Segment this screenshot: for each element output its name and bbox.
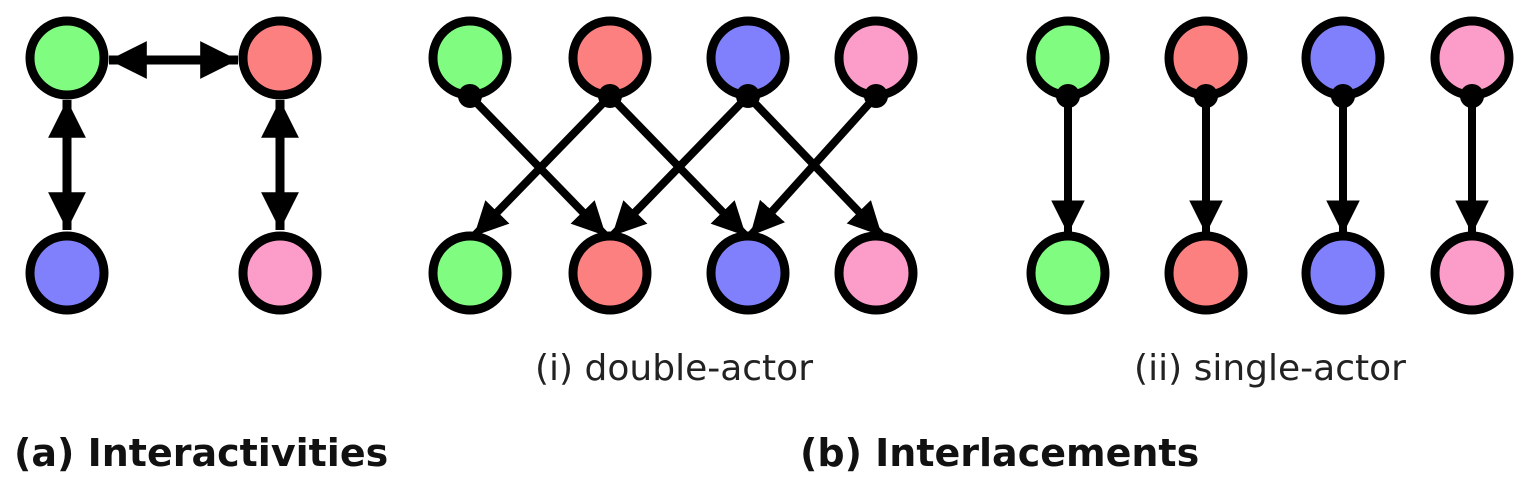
actor-dot-pink bbox=[1460, 84, 1484, 108]
node-top-red bbox=[1164, 16, 1248, 100]
node-bottom-pink bbox=[834, 231, 918, 315]
actor-dot-blue bbox=[736, 84, 760, 108]
panel-b-caption: (b) Interlacements bbox=[800, 431, 1199, 475]
node-green bbox=[25, 16, 109, 100]
actor-dot-green bbox=[458, 84, 482, 108]
node-bottom-pink bbox=[1430, 231, 1514, 315]
node-top-green bbox=[428, 16, 512, 100]
node-bottom-blue bbox=[706, 231, 790, 315]
edge-top-pink-to-bottom-blue bbox=[747, 93, 879, 239]
panel-a-caption: (a) Interactivities bbox=[14, 431, 388, 475]
node-top-red bbox=[568, 16, 652, 100]
node-bottom-green bbox=[1026, 231, 1110, 315]
node-top-green bbox=[1026, 16, 1110, 100]
panel-a-interactivities: (a) Interactivities bbox=[14, 16, 388, 475]
actor-dot-red bbox=[1194, 84, 1218, 108]
node-blue bbox=[25, 231, 109, 315]
node-bottom-blue bbox=[1301, 231, 1385, 315]
node-bottom-red bbox=[568, 231, 652, 315]
node-red bbox=[238, 16, 322, 100]
node-top-blue bbox=[706, 16, 790, 100]
node-bottom-green bbox=[428, 231, 512, 315]
panel-b-double-actor: (i) double-actor bbox=[428, 16, 918, 389]
node-top-pink bbox=[834, 16, 918, 100]
node-pink bbox=[238, 231, 322, 315]
double-actor-caption: (i) double-actor bbox=[535, 348, 813, 389]
edge-top-red-to-bottom-green bbox=[471, 93, 613, 239]
node-bottom-red bbox=[1164, 231, 1248, 315]
panel-b-single-actor: (ii) single-actor bbox=[1026, 16, 1514, 389]
single-actor-caption: (ii) single-actor bbox=[1134, 348, 1406, 389]
edge-top-blue-to-bottom-red bbox=[609, 93, 751, 239]
panel-a-edges bbox=[48, 41, 299, 230]
single-actor-edges bbox=[1051, 96, 1489, 234]
node-top-blue bbox=[1301, 16, 1385, 100]
actor-dot-blue bbox=[1331, 84, 1355, 108]
actor-dot-pink bbox=[864, 84, 888, 108]
node-top-pink bbox=[1430, 16, 1514, 100]
actor-dot-red bbox=[598, 84, 622, 108]
actor-dot-green bbox=[1056, 84, 1080, 108]
double-actor-edges bbox=[467, 93, 885, 239]
